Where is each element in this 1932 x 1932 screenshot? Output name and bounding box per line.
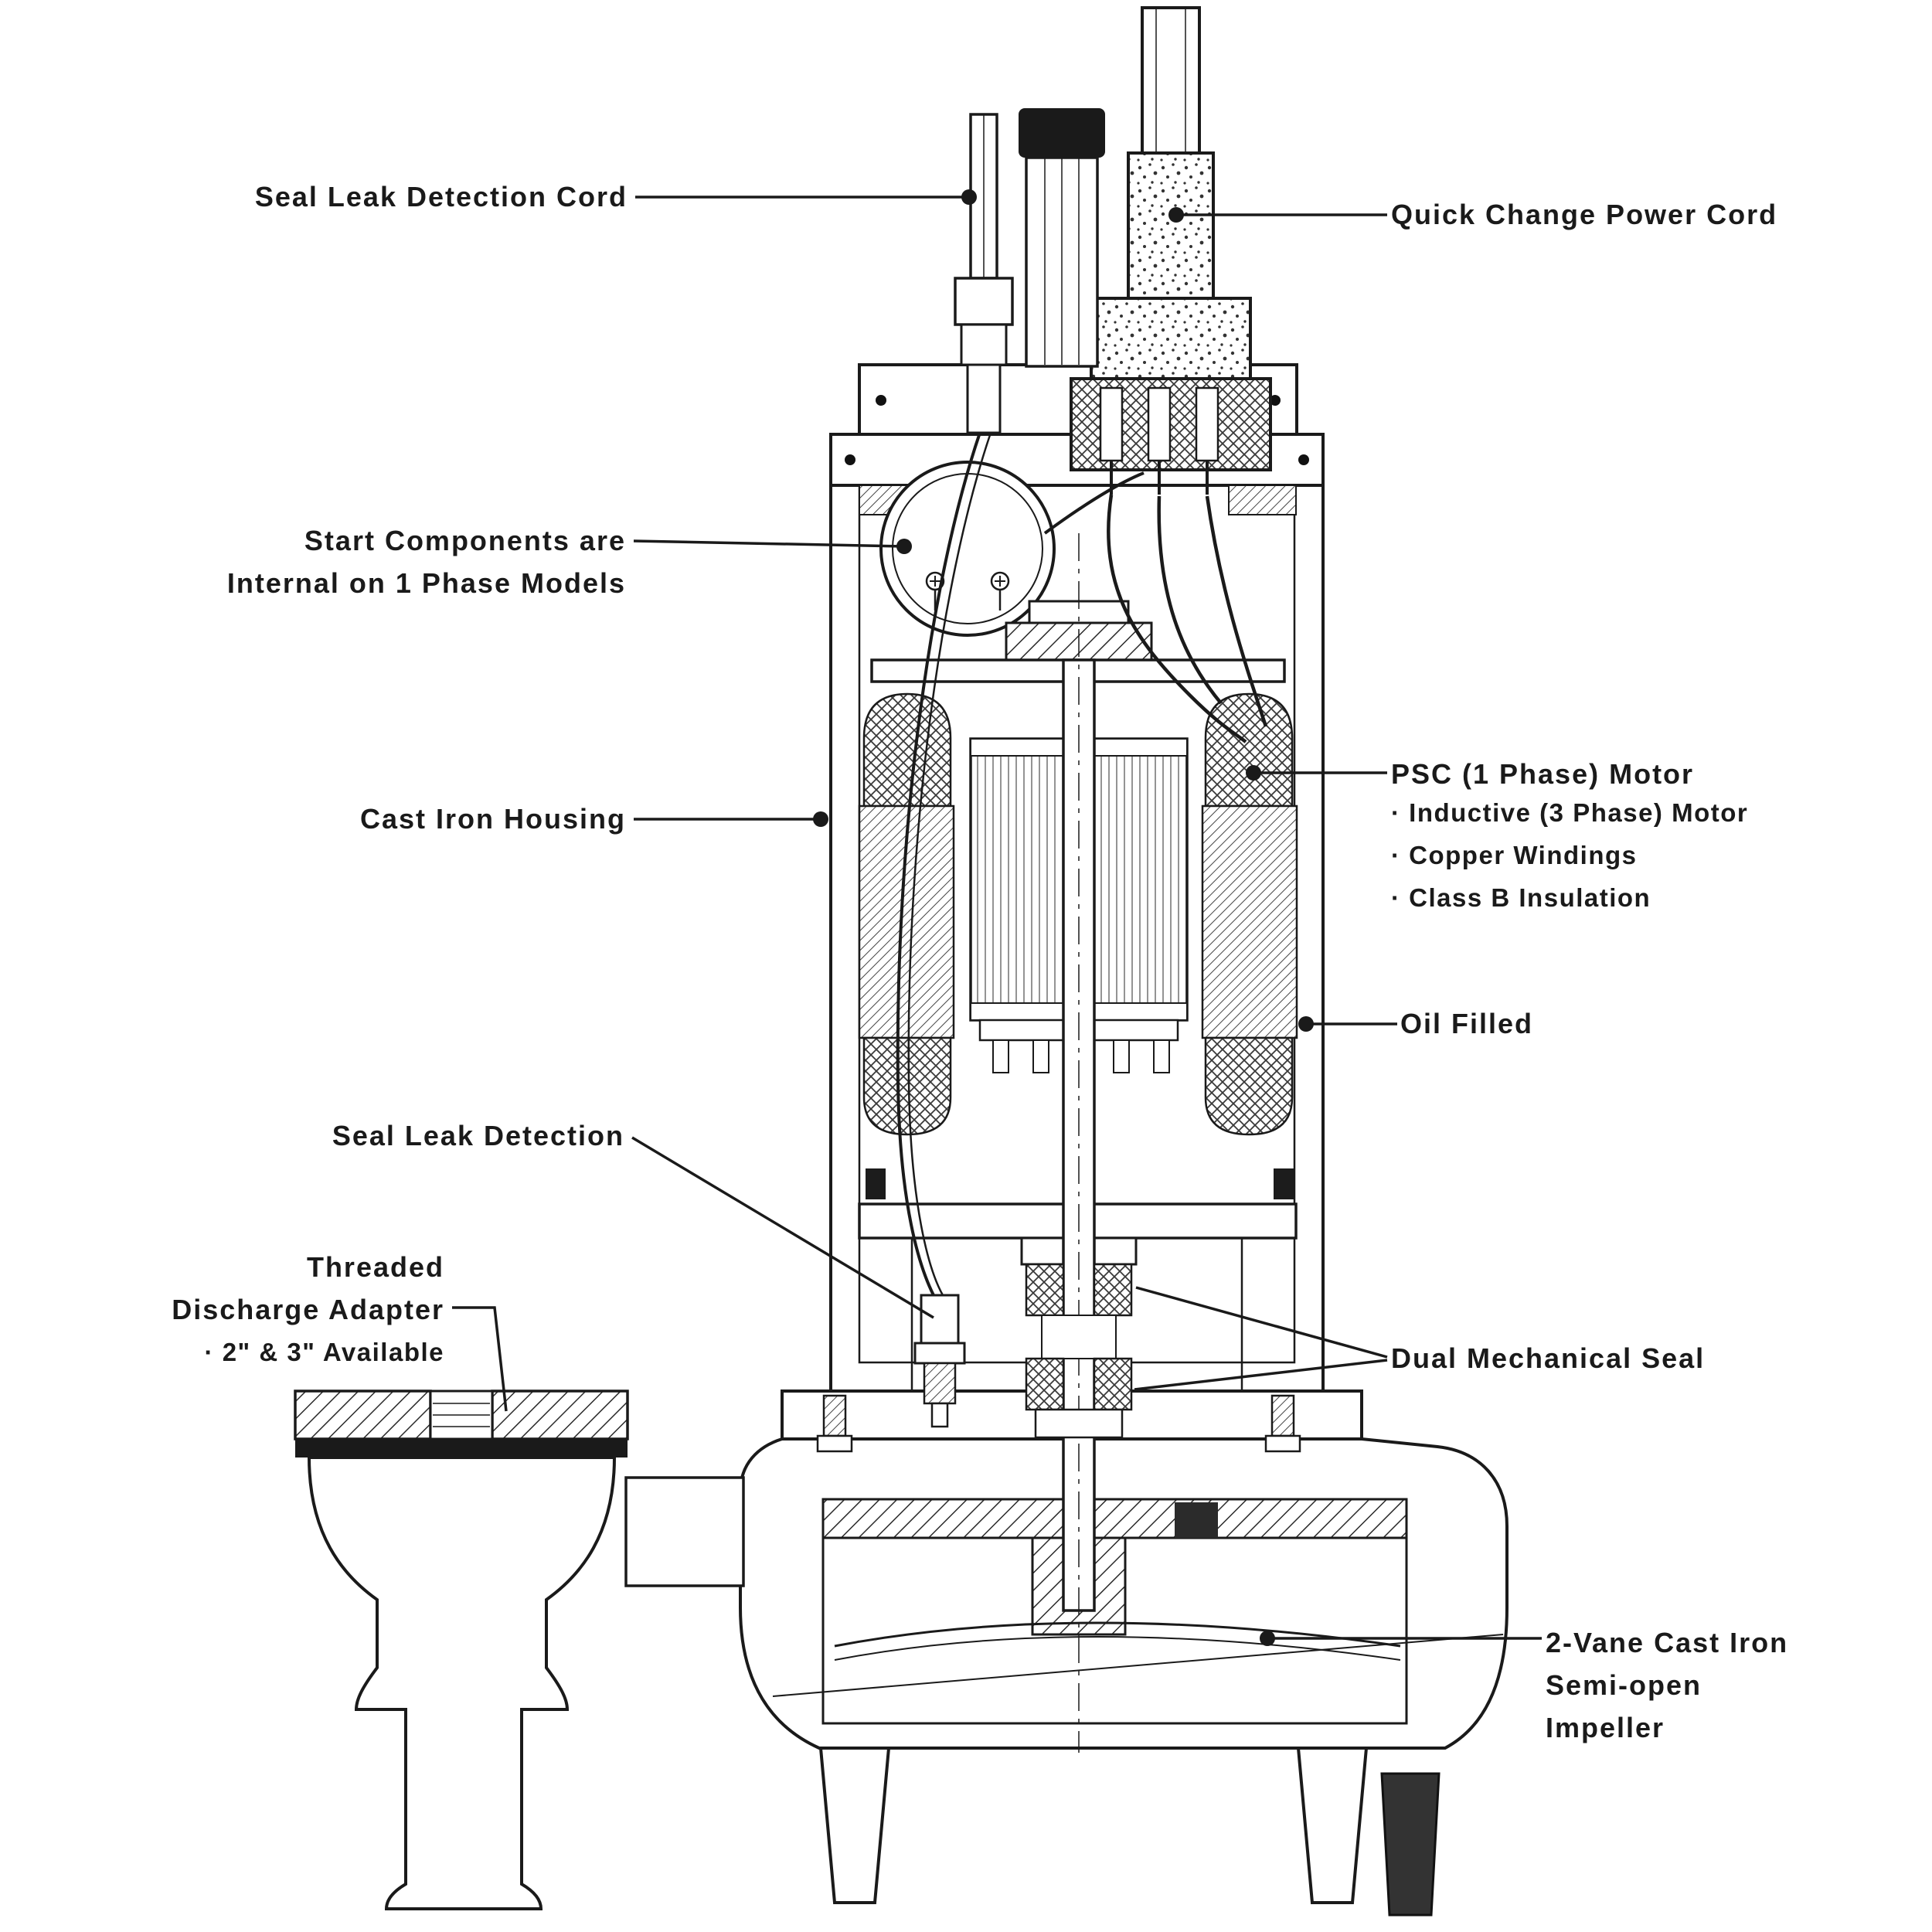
impeller-line2: Semi-open [1546,1669,1702,1701]
dual-mechanical-seal [1025,1263,1133,1439]
start-components-label: Start Components are Internal on 1 Phase… [227,519,626,604]
motor-lead-wires [1043,471,1268,743]
stator-right [1201,692,1298,1136]
flange-bolts [816,1394,1301,1453]
power-cord-label: Quick Change Power Cord [1391,199,1778,230]
discharge-pipe [624,1476,745,1587]
start-components-line1: Start Components are [304,525,626,556]
impeller-vane [834,1621,1401,1648]
foot [1380,1772,1440,1917]
threaded-discharge-bullet: · 2" & 3" Available [204,1338,444,1366]
gasket [295,1439,628,1458]
impeller-line3: Impeller [1546,1712,1665,1743]
motor-assembly [816,432,1301,1753]
leader-lines [452,189,1542,1646]
power-cord [1070,6,1272,495]
adapter-body [307,1456,617,1910]
top-cords [954,6,1272,495]
threaded-discharge-label: Threaded Discharge Adapter · 2" & 3" Ava… [172,1246,444,1373]
volute-casing [739,1389,1509,1750]
legs [818,1747,1440,1917]
seal-leak-cord-label: Seal Leak Detection Cord [254,181,628,213]
threaded-discharge-line2: Discharge Adapter [172,1294,444,1325]
threaded-discharge-adapter [294,1389,745,1910]
threaded-discharge-line1: Threaded [306,1251,444,1283]
seal-leak-probe [896,432,992,1428]
impeller-vane [834,1636,1401,1661]
seal-leak-detection-label: Seal Leak Detection [332,1120,624,1151]
stator-left [858,692,955,1136]
psc-motor-bullet-2: · Copper Windings [1391,841,1638,869]
dual-mechanical-seal-label: Dual Mechanical Seal [1391,1342,1706,1374]
cast-iron-housing-label: Cast Iron Housing [359,803,626,835]
start-components-line2: Internal on 1 Phase Models [226,567,626,599]
impeller-label: 2-Vane Cast Iron Semi-open Impeller [1546,1621,1788,1749]
psc-motor-title: PSC (1 Phase) Motor [1391,758,1695,790]
vent-plug [1019,108,1105,368]
impeller-line1: 2-Vane Cast Iron [1546,1627,1789,1658]
psc-motor-label: PSC (1 Phase) Motor · Inductive (3 Phase… [1391,757,1748,919]
oil-filled-label: Oil Filled [1400,1008,1534,1039]
psc-motor-bullet-1: · Inductive (3 Phase) Motor [1391,798,1749,827]
psc-motor-bullet-3: · Class B Insulation [1391,883,1651,912]
